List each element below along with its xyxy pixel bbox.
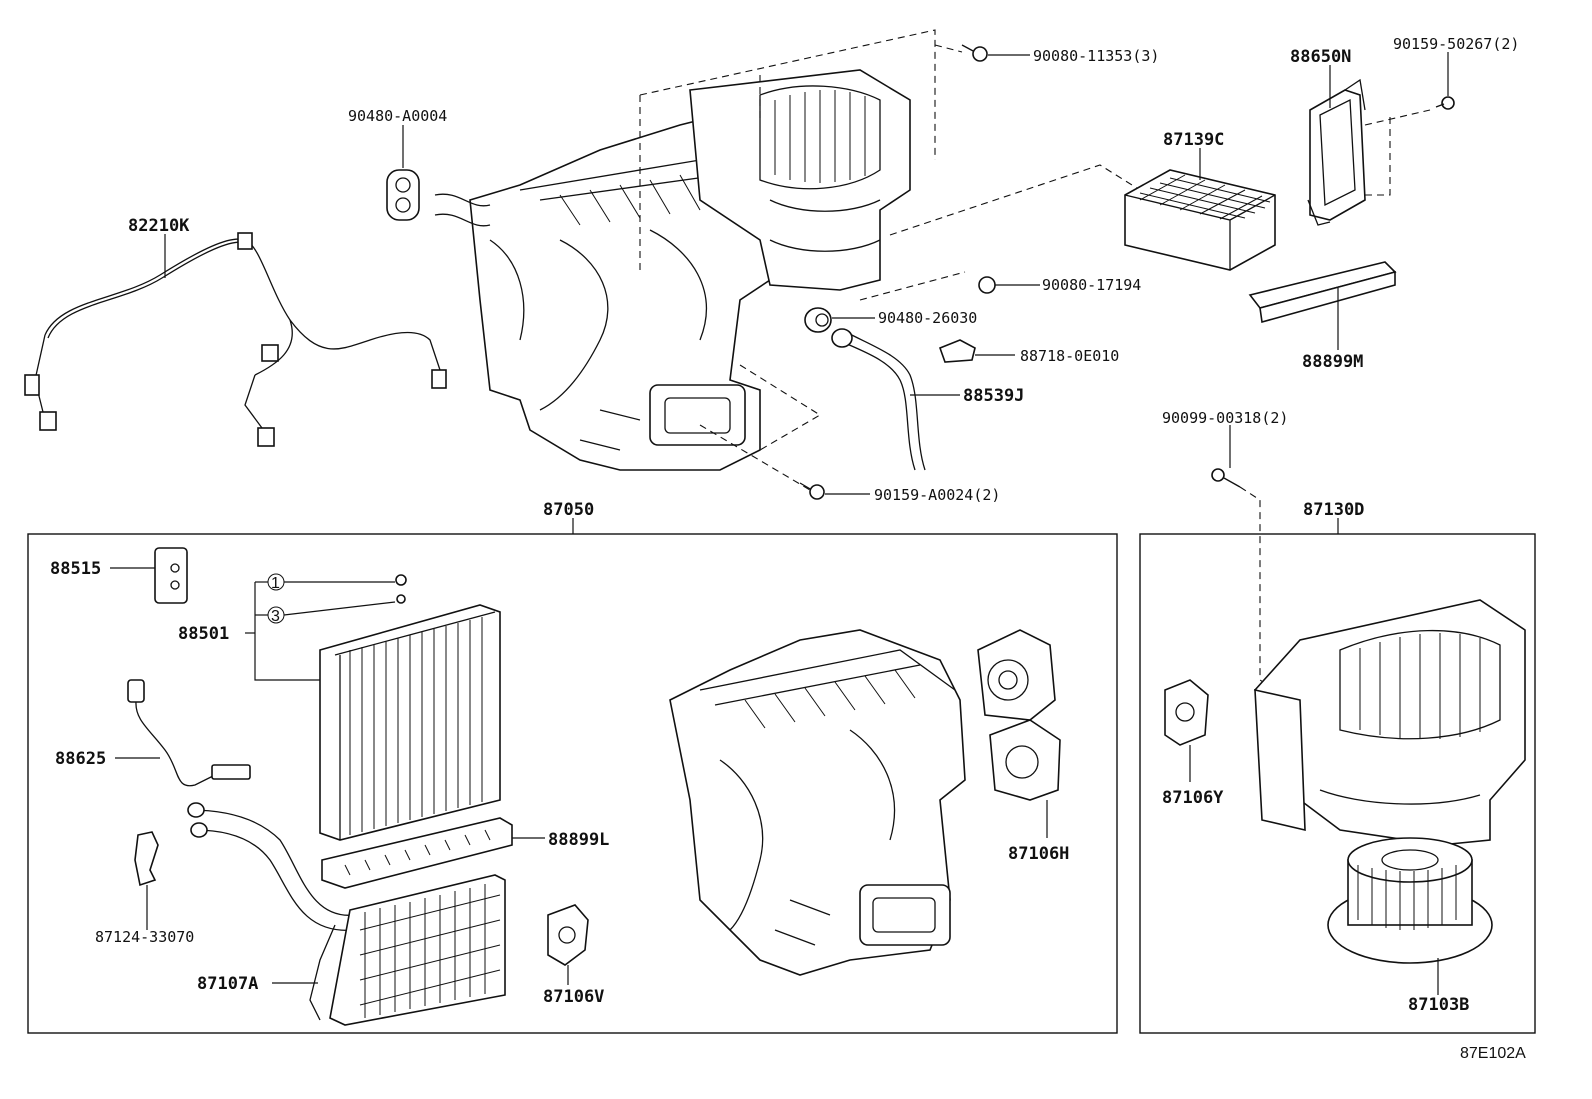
label-88515: 88515 <box>50 559 101 579</box>
filter-87139c: 87139C <box>1124 130 1276 271</box>
wire-harness-82210k: 82210K <box>24 216 447 447</box>
actuator-87106h: 87106H <box>977 629 1069 864</box>
nut-90080-17194: 90080-17194 <box>978 276 1141 294</box>
label-90480-a0004: 90480-A0004 <box>348 107 447 125</box>
label-87130d: 87130D <box>1303 500 1364 520</box>
label-87124-33070: 87124-33070 <box>95 928 194 946</box>
label-90159-50267: 90159-50267(2) <box>1393 35 1519 53</box>
cover-88899l: 88899L <box>321 817 609 889</box>
label-82210k: 82210K <box>128 216 190 236</box>
label-87050: 87050 <box>543 500 594 520</box>
cover-88899m: 88899M <box>1248 261 1397 372</box>
module-88650n: 88650N <box>1290 47 1431 226</box>
assembly-box-87130d: 87130D <box>1139 500 1536 1034</box>
blower-motor-87103b: 87103B <box>1327 837 1493 1015</box>
hvac-unit-87050 <box>669 629 966 976</box>
screw-90099-00318: 90099-00318(2) <box>1162 409 1288 691</box>
valve-88515: 88515 <box>50 547 188 604</box>
label-88650n: 88650N <box>1290 47 1351 67</box>
grommet-90480-a0004: 90480-A0004 <box>348 107 447 221</box>
hose-88539j: 88539J <box>831 328 1024 471</box>
actuator-87106v: 87106V <box>543 904 604 1007</box>
hvac-housing-top <box>434 69 911 471</box>
evaporator-88501: 1 3 88501 <box>178 573 501 841</box>
clip-88718-0e010: 88718-0E010 <box>938 339 1119 365</box>
label-88899m: 88899M <box>1302 352 1363 372</box>
label-90159-a0024: 90159-A0024(2) <box>874 486 1000 504</box>
label-87106h: 87106H <box>1008 844 1069 864</box>
label-88501: 88501 <box>178 624 229 644</box>
dashed-guides-top <box>639 29 1141 491</box>
label-88539j: 88539J <box>963 386 1024 406</box>
seal-90480-26030: 90480-26030 <box>804 307 977 333</box>
heater-core-87107a: 87107A <box>187 802 506 1026</box>
label-90480-26030: 90480-26030 <box>878 309 977 327</box>
label-88625: 88625 <box>55 749 106 769</box>
sensor-88625: 88625 <box>55 679 251 787</box>
callout-1: 1 <box>271 575 280 592</box>
callout-3: 3 <box>271 608 280 625</box>
label-87106v: 87106V <box>543 987 604 1007</box>
label-87139c: 87139C <box>1163 130 1224 150</box>
label-90080-11353: 90080-11353(3) <box>1033 47 1159 65</box>
label-90080-17194: 90080-17194 <box>1042 276 1141 294</box>
label-87107a: 87107A <box>197 974 258 994</box>
actuator-87106y: 87106Y <box>1162 679 1224 808</box>
label-87106y: 87106Y <box>1162 788 1224 808</box>
screw-90159-50267: 90159-50267(2) <box>1393 35 1519 110</box>
bracket-87124-33070: 87124-33070 <box>95 831 194 946</box>
assembly-box-87050: 87050 <box>27 500 1118 1034</box>
diagram-reference-code: 87E102A <box>1460 1045 1526 1062</box>
screw-90159-a0024: 90159-A0024(2) <box>799 482 1000 504</box>
screw-90080-11353: 90080-11353(3) <box>961 44 1159 65</box>
label-90099-00318: 90099-00318(2) <box>1162 409 1288 427</box>
label-88899l: 88899L <box>548 830 609 850</box>
blower-housing-87130d <box>1253 599 1526 846</box>
label-88718-0e010: 88718-0E010 <box>1020 347 1119 365</box>
label-87103b: 87103B <box>1408 995 1469 1015</box>
